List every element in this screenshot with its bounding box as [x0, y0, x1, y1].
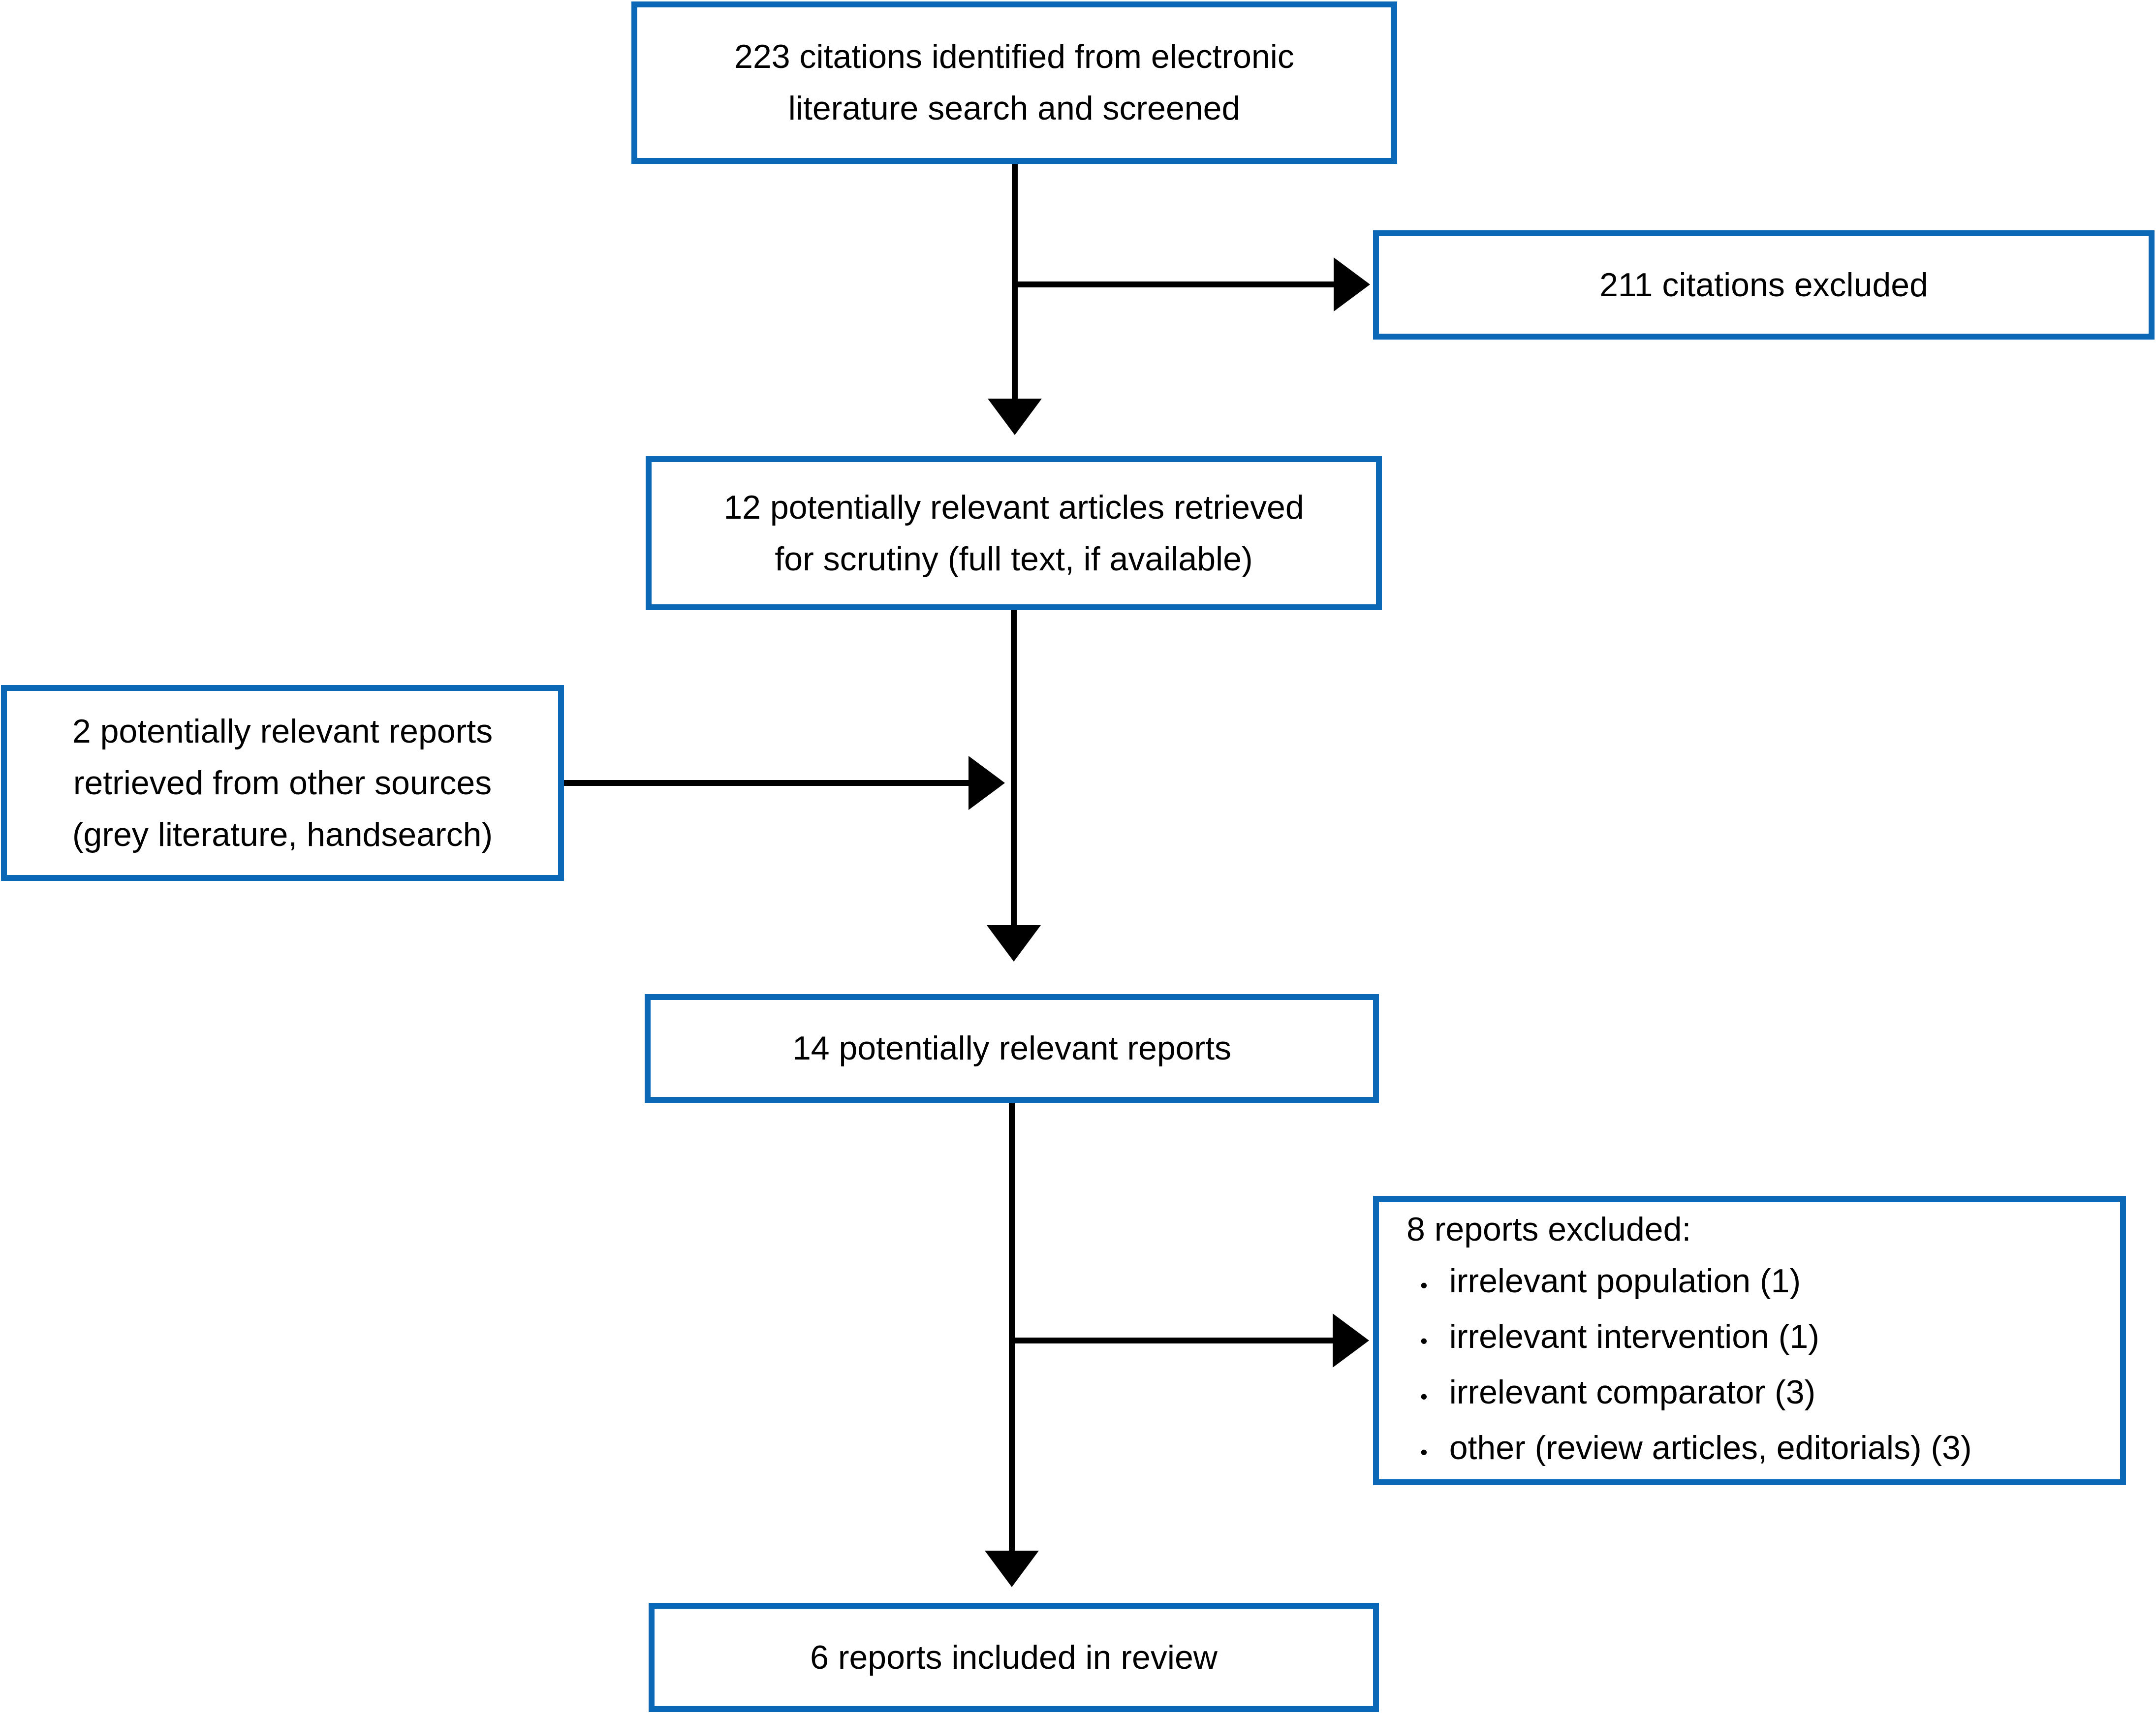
excluded-reason-item: • irrelevant population (1) [1406, 1255, 1801, 1311]
excluded-reason-text: other (review articles, editorials) (3) [1449, 1429, 1972, 1466]
box-text-line: (grey literature, handsearch) [72, 815, 493, 853]
arrow-line-other-sources-to-flow [564, 780, 969, 786]
box-included-in-review: 6 reports included in review [649, 1603, 1379, 1712]
arrow-line-identified-to-retrieved [1012, 164, 1018, 399]
box-articles-retrieved: 12 potentially relevant articles retriev… [646, 456, 1382, 610]
bullet-icon: • [1420, 1329, 1428, 1352]
arrow-line-to-reports-excluded [1012, 1338, 1333, 1343]
box-text-line: 6 reports included in review [810, 1638, 1218, 1676]
box-text-line: 2 potentially relevant reports [72, 712, 493, 750]
box-text-line: for scrutiny (full text, if available) [775, 540, 1253, 578]
box-text-line: 223 citations identified from electronic [734, 38, 1294, 75]
box-text-line: 14 potentially relevant reports [792, 1030, 1232, 1067]
arrow-line-relevant-to-included [1009, 1103, 1015, 1551]
arrow-line-to-citations-excluded [1015, 281, 1334, 287]
arrowhead-down-icon [988, 399, 1042, 435]
arrowhead-right-icon [1333, 1313, 1369, 1368]
arrowhead-down-icon [985, 1551, 1039, 1587]
excluded-reason-text: irrelevant comparator (3) [1449, 1373, 1816, 1411]
box-text-line: literature search and screened [788, 90, 1241, 127]
excluded-reason-item: • irrelevant comparator (3) [1406, 1367, 1815, 1422]
arrowhead-down-icon [987, 925, 1041, 962]
box-other-sources: 2 potentially relevant reports retrieved… [1, 685, 564, 881]
arrowhead-right-icon [969, 756, 1005, 810]
box-text-line: retrieved from other sources [73, 764, 492, 802]
box-citations-excluded: 211 citations excluded [1373, 230, 2155, 340]
bullet-icon: • [1420, 1384, 1428, 1408]
arrow-line-retrieved-to-relevant [1011, 610, 1017, 925]
excluded-reason-item: • other (review articles, editorials) (3… [1406, 1422, 1972, 1478]
excluded-reason-text: irrelevant intervention (1) [1449, 1317, 1819, 1355]
excluded-reports-title: 8 reports excluded: [1406, 1210, 1691, 1248]
arrowhead-right-icon [1334, 257, 1370, 312]
box-text-line: 12 potentially relevant articles retriev… [723, 488, 1304, 526]
excluded-reason-text: irrelevant population (1) [1449, 1262, 1801, 1300]
excluded-reason-item: • irrelevant intervention (1) [1406, 1311, 1819, 1367]
box-reports-excluded: 8 reports excluded: • irrelevant populat… [1373, 1196, 2126, 1485]
box-relevant-reports: 14 potentially relevant reports [645, 994, 1379, 1103]
bullet-icon: • [1420, 1440, 1428, 1464]
bullet-icon: • [1420, 1273, 1428, 1297]
box-text-line: 211 citations excluded [1599, 266, 1928, 304]
box-citations-identified: 223 citations identified from electronic… [631, 1, 1397, 164]
